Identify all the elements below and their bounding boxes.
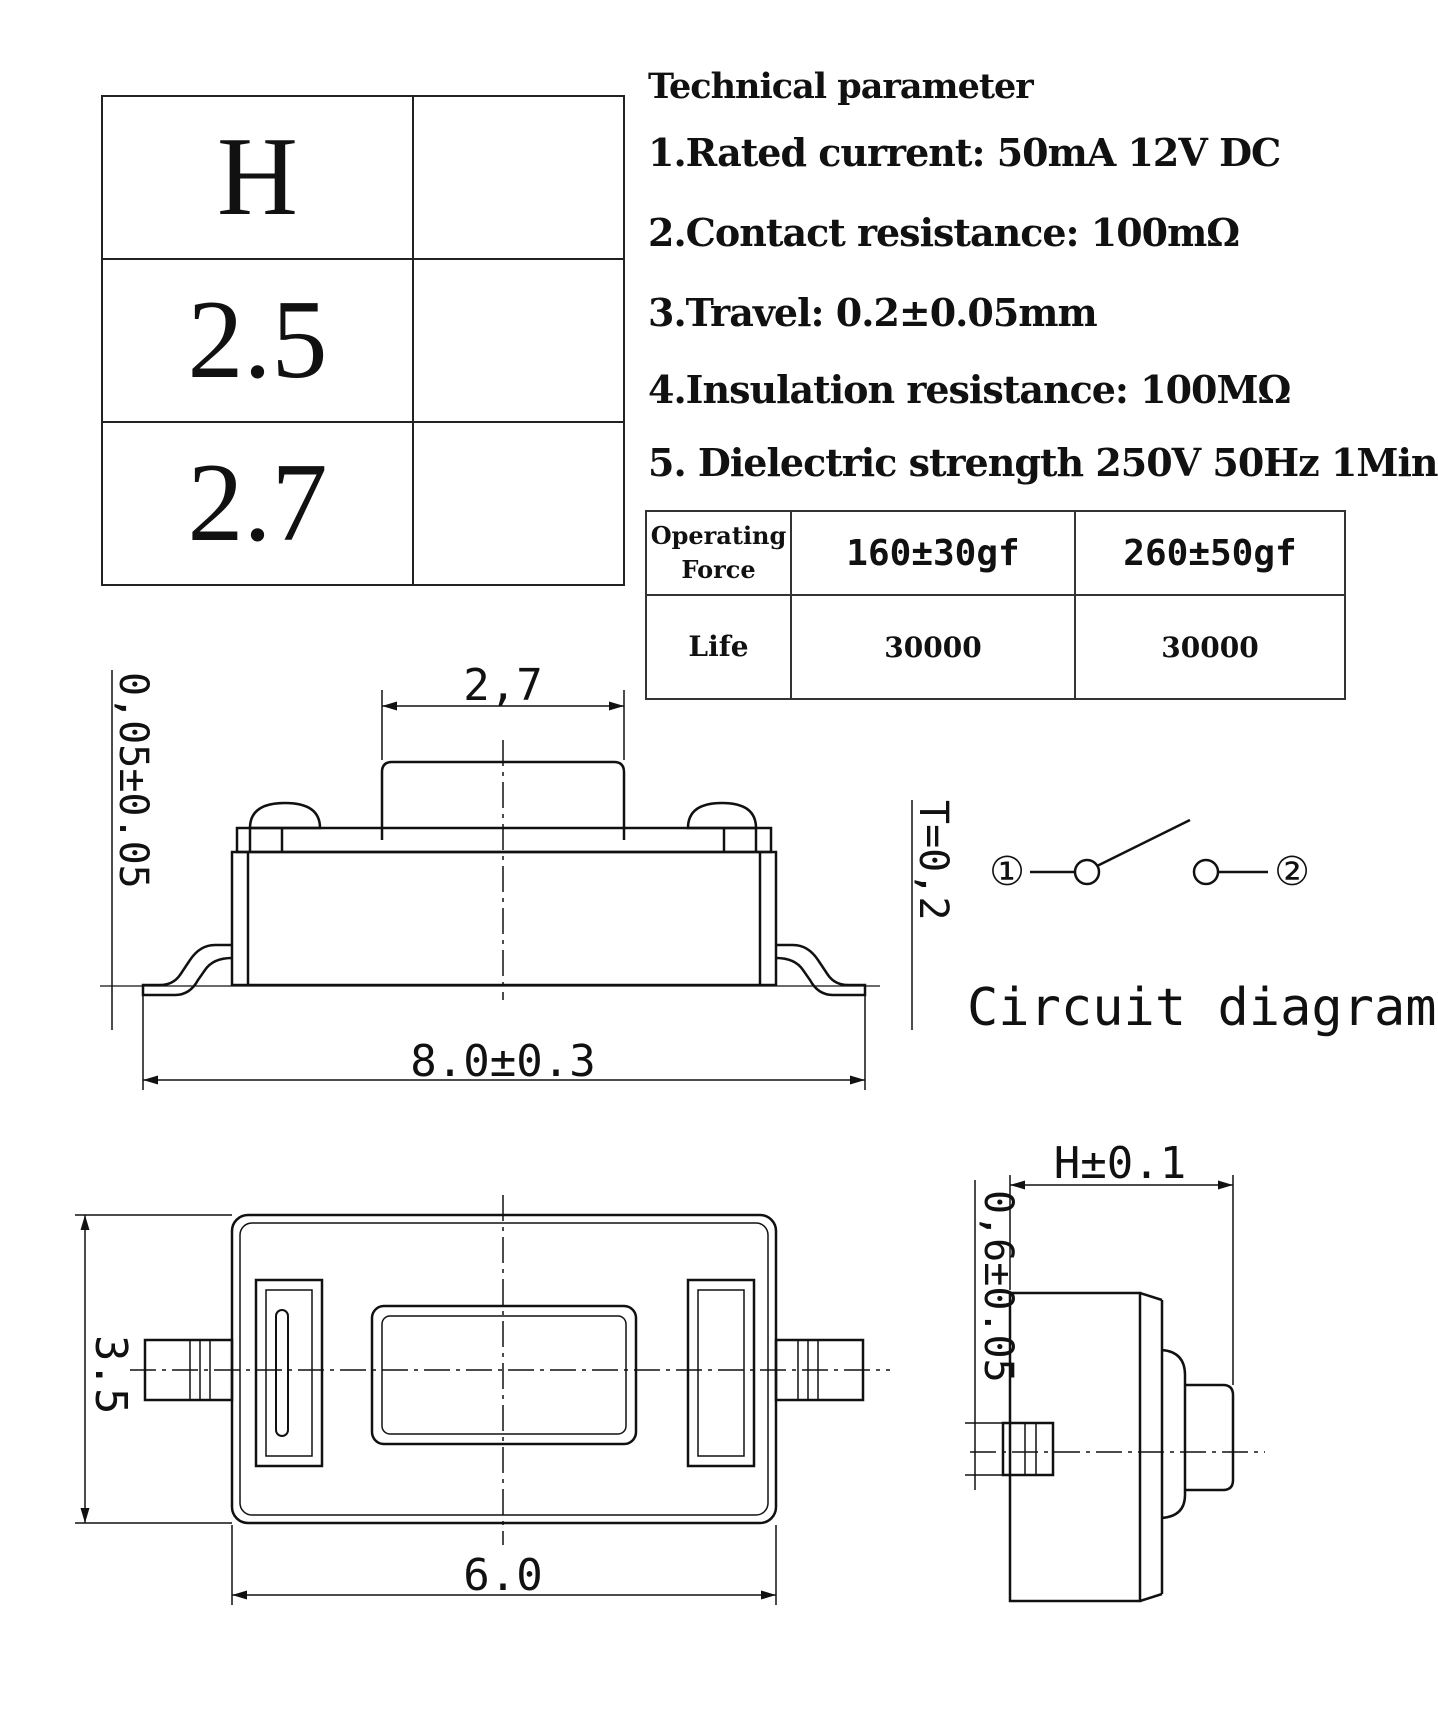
dim-lead-thickness: T=0,2 bbox=[910, 800, 956, 920]
force-value-1: 160±30gf bbox=[790, 510, 1076, 596]
param-contact-resistance: 2.Contact resistance: 100mΩ bbox=[648, 210, 1240, 255]
end-body bbox=[1008, 1291, 1142, 1603]
height-table: H 2.5 2.7 bbox=[101, 95, 625, 586]
dim-lead-width: 0,6±0.05 bbox=[975, 1190, 1021, 1383]
dim-lead-offset: 0,05±0.05 bbox=[110, 672, 156, 889]
right-terminal bbox=[775, 943, 867, 997]
left-terminal bbox=[141, 943, 233, 997]
end-view bbox=[1001, 1291, 1235, 1603]
end-plunger-ring bbox=[1161, 1348, 1187, 1520]
param-insulation-resistance: 4.Insulation resistance: 100MΩ bbox=[648, 367, 1291, 412]
end-plunger bbox=[1185, 1383, 1235, 1492]
top-plunger bbox=[370, 1304, 638, 1446]
top-body-outline bbox=[230, 1213, 778, 1525]
life-value-2: 30000 bbox=[1074, 594, 1346, 700]
contact-left bbox=[1073, 858, 1101, 886]
param-travel: 3.Travel: 0.2±0.05mm bbox=[648, 290, 1098, 335]
table-row: Life 30000 30000 bbox=[645, 594, 1346, 700]
top-view-dimensions bbox=[75, 1214, 777, 1605]
circuit-diagram-caption: Circuit diagram bbox=[967, 978, 1437, 1038]
contact-right bbox=[1192, 858, 1220, 886]
dim-end-height: H±0.1 bbox=[1054, 1138, 1186, 1189]
height-value: 2.5 bbox=[101, 258, 414, 423]
height-value: H bbox=[101, 95, 414, 260]
dim-body-length: 6.0 bbox=[463, 1550, 542, 1601]
terminal-1-label: ① bbox=[989, 849, 1025, 895]
force-value-2: 260±50gf bbox=[1074, 510, 1346, 596]
life-label: Life bbox=[645, 594, 792, 700]
side-view-dimensions bbox=[111, 670, 913, 1090]
left-pad bbox=[254, 1278, 324, 1468]
technical-drawing: 2,7 8.0±0.3 0,05±0.05 T=0,2 ① ② Circuit … bbox=[75, 660, 1437, 1605]
param-rated-current: 1.Rated current: 50mA 12V DC bbox=[648, 130, 1281, 175]
height-note bbox=[412, 421, 625, 586]
table-row: 2.5 bbox=[101, 258, 625, 423]
table-row: H bbox=[101, 95, 625, 260]
top-view bbox=[143, 1213, 865, 1525]
side-view bbox=[100, 760, 880, 997]
dim-overall-length: 8.0±0.3 bbox=[410, 1036, 595, 1087]
cover-plate bbox=[235, 826, 773, 854]
dim-plunger-width: 2,7 bbox=[463, 660, 542, 711]
end-lead bbox=[1001, 1421, 1055, 1477]
height-note bbox=[412, 258, 625, 423]
life-value-1: 30000 bbox=[790, 594, 1076, 700]
table-row: 2.7 bbox=[101, 421, 625, 586]
right-post bbox=[686, 801, 758, 830]
height-note bbox=[412, 95, 625, 260]
terminal-2-label: ② bbox=[1274, 849, 1310, 895]
height-value: 2.7 bbox=[101, 421, 414, 586]
param-dielectric-strength: 5. Dielectric strength 250V 50Hz 1Min bbox=[648, 440, 1438, 485]
right-pad bbox=[686, 1278, 756, 1468]
circuit-diagram bbox=[1030, 818, 1268, 886]
switch-lever bbox=[1096, 818, 1191, 868]
left-post bbox=[248, 801, 322, 830]
end-view-dimensions bbox=[965, 1175, 1234, 1490]
switch-body bbox=[230, 850, 778, 987]
dim-body-width: 3.5 bbox=[85, 1335, 136, 1414]
technical-parameter-title: Technical parameter bbox=[648, 66, 1034, 107]
